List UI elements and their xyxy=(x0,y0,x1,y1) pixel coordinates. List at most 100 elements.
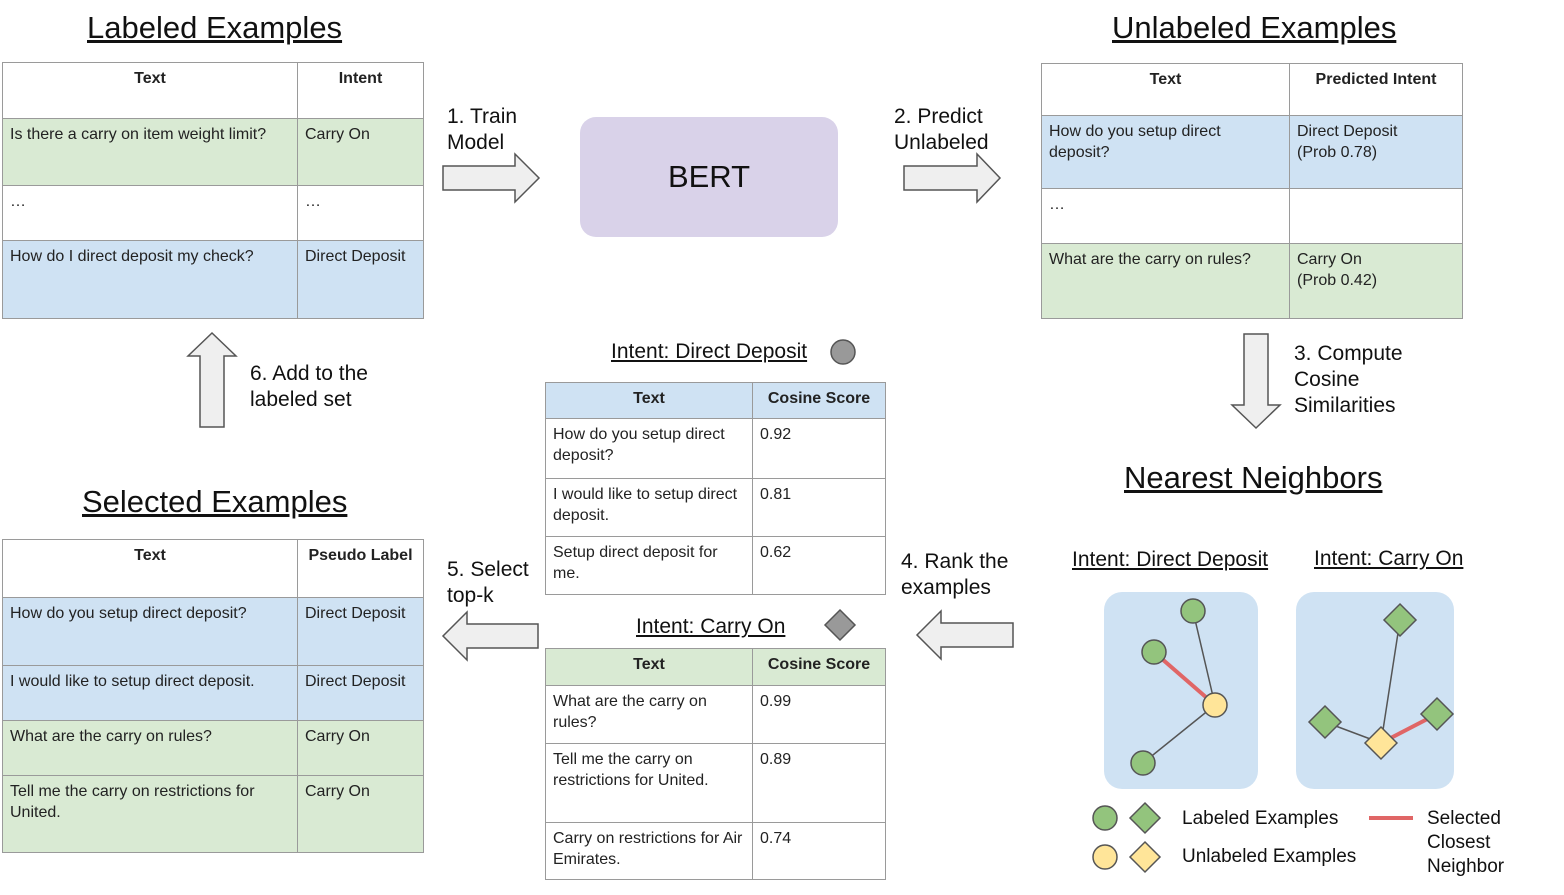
cell-text: What are the carry on rules? xyxy=(2,720,298,776)
table-row: What are the carry on rules? Carry On (P… xyxy=(1041,243,1463,319)
direct-deposit-cluster-box xyxy=(1104,592,1258,789)
cell-text: I would like to setup direct deposit. xyxy=(2,665,298,721)
table-row: … … xyxy=(2,185,424,241)
table-row: What are the carry on rules? 0.99 xyxy=(545,685,886,744)
cell-label: Direct Deposit xyxy=(297,240,424,319)
selected-examples-table: Text Pseudo Label How do you setup direc… xyxy=(2,539,424,853)
step-predict-label: 2. Predict Unlabeled xyxy=(894,105,989,154)
legend-unlabeled-text: Unlabeled Examples xyxy=(1182,846,1357,867)
legend-unlabeled-diamond-icon xyxy=(1128,840,1162,874)
col-header-text: Text xyxy=(545,382,753,419)
legend-selected-text: Selected Closest Neighbor xyxy=(1427,808,1505,877)
cell-label: Carry On xyxy=(297,775,424,853)
labeled-point-icon xyxy=(1419,696,1455,732)
labeled-point-icon xyxy=(1130,750,1156,776)
block-arrow-down-icon xyxy=(1230,333,1282,430)
col-header-text: Text xyxy=(545,648,753,686)
legend-labeled-circle-icon xyxy=(1092,805,1118,831)
legend-labeled-diamond-icon xyxy=(1128,801,1162,835)
table-row: How do you setup direct deposit? Direct … xyxy=(1041,115,1463,189)
labeled-point-icon xyxy=(1307,704,1343,740)
labeled-point-icon xyxy=(1180,598,1206,624)
cell-score: 0.74 xyxy=(752,822,886,880)
selected-neighbor-edge xyxy=(1152,650,1217,707)
cell-score: 0.62 xyxy=(752,536,886,595)
diamond-marker-icon xyxy=(823,608,857,642)
table-row: … xyxy=(1041,188,1463,244)
col-header-text: Text xyxy=(2,62,298,119)
table-row: I would like to setup direct deposit. Di… xyxy=(2,665,424,721)
col-header-cosine-score: Cosine Score xyxy=(752,382,886,419)
block-arrow-right-icon xyxy=(903,152,1002,204)
rank-direct-deposit-title: Intent: Direct Deposit xyxy=(611,340,808,363)
col-header-cosine-score: Cosine Score xyxy=(752,648,886,686)
block-arrow-left-icon xyxy=(441,610,539,662)
table-row: Carry on restrictions for Air Emirates. … xyxy=(545,822,886,880)
table-row: I would like to setup direct deposit. 0.… xyxy=(545,478,886,537)
unlabeled-point-icon xyxy=(1202,692,1228,718)
step-add-label: 6. Add to the labeled set xyxy=(250,362,368,411)
table-row: How do I direct deposit my check? Direct… xyxy=(2,240,424,319)
cell-label: Carry On xyxy=(297,118,424,186)
cell-score: 0.89 xyxy=(752,743,886,823)
carry-on-cluster-box xyxy=(1296,592,1454,789)
cell-label: Carry On xyxy=(297,720,424,776)
legend-labeled-text: Labeled Examples xyxy=(1182,808,1339,829)
labeled-point-icon xyxy=(1382,602,1418,638)
step-select-label: 5. Select top-k xyxy=(447,558,529,607)
unlabeled-examples-title: Unlabeled Examples xyxy=(1112,10,1397,45)
nearest-neighbors-title: Nearest Neighbors xyxy=(1124,460,1383,495)
col-header-predicted-intent: Predicted Intent xyxy=(1289,63,1463,116)
cell-text: Setup direct deposit for me. xyxy=(545,536,753,595)
step-cosine-label: 3. Compute Cosine Similarities xyxy=(1294,342,1403,417)
unlabeled-examples-table: Text Predicted Intent How do you setup d… xyxy=(1041,63,1463,319)
cell-text: How do you setup direct deposit? xyxy=(1041,115,1290,189)
bert-label: BERT xyxy=(667,159,751,194)
neighbor-edge xyxy=(1192,610,1216,706)
cell-text: How do you setup direct deposit? xyxy=(2,597,298,666)
cell-text: How do I direct deposit my check? xyxy=(2,240,298,319)
table-row: Setup direct deposit for me. 0.62 xyxy=(545,536,886,595)
labeled-examples-table: Text Intent Is there a carry on item wei… xyxy=(2,62,424,319)
block-arrow-left-icon xyxy=(915,609,1014,661)
neighbor-edge xyxy=(1380,619,1401,744)
table-row: What are the carry on rules? Carry On xyxy=(2,720,424,776)
cell-text: Tell me the carry on restrictions for Un… xyxy=(2,775,298,853)
labeled-examples-title: Labeled Examples xyxy=(87,10,343,45)
col-header-text: Text xyxy=(2,539,298,598)
neighbors-direct-deposit-title: Intent: Direct Deposit xyxy=(1072,548,1269,571)
col-header-pseudo-label: Pseudo Label xyxy=(297,539,424,598)
table-row: Tell me the carry on restrictions for Un… xyxy=(2,775,424,853)
step-train-label: 1. Train Model xyxy=(447,105,518,154)
cell-text: Tell me the carry on restrictions for Un… xyxy=(545,743,753,823)
table-row: Is there a carry on item weight limit? C… xyxy=(2,118,424,186)
cell-text: … xyxy=(2,185,298,241)
cell-label: Direct Deposit xyxy=(297,597,424,666)
cell-text: Is there a carry on item weight limit? xyxy=(2,118,298,186)
col-header-intent: Intent xyxy=(297,62,424,119)
table-row: How do you setup direct deposit? Direct … xyxy=(2,597,424,666)
unlabeled-point-icon xyxy=(1363,725,1399,761)
neighbors-carry-on-title: Intent: Carry On xyxy=(1314,547,1464,570)
rank-carry-on-table: Text Cosine Score What are the carry on … xyxy=(545,648,886,880)
col-header-text: Text xyxy=(1041,63,1290,116)
cell-label: Carry On (Prob 0.42) xyxy=(1289,243,1463,319)
bert-model-box: BERT xyxy=(580,117,838,237)
cell-text: I would like to setup direct deposit. xyxy=(545,478,753,537)
labeled-point-icon xyxy=(1141,639,1167,665)
cell-text: … xyxy=(1041,188,1290,244)
rank-direct-deposit-table: Text Cosine Score How do you setup direc… xyxy=(545,382,886,595)
selected-examples-title: Selected Examples xyxy=(82,484,348,519)
cell-label: … xyxy=(297,185,424,241)
cell-text: What are the carry on rules? xyxy=(545,685,753,744)
legend-unlabeled-circle-icon xyxy=(1092,844,1118,870)
block-arrow-up-icon xyxy=(186,331,238,428)
circle-marker-icon xyxy=(830,339,856,365)
block-arrow-right-icon xyxy=(442,152,541,204)
table-row: Tell me the carry on restrictions for Un… xyxy=(545,743,886,823)
cell-text: Carry on restrictions for Air Emirates. xyxy=(545,822,753,880)
neighbor-edge xyxy=(1142,704,1216,764)
cell-score: 0.92 xyxy=(752,418,886,479)
table-row: How do you setup direct deposit? 0.92 xyxy=(545,418,886,479)
